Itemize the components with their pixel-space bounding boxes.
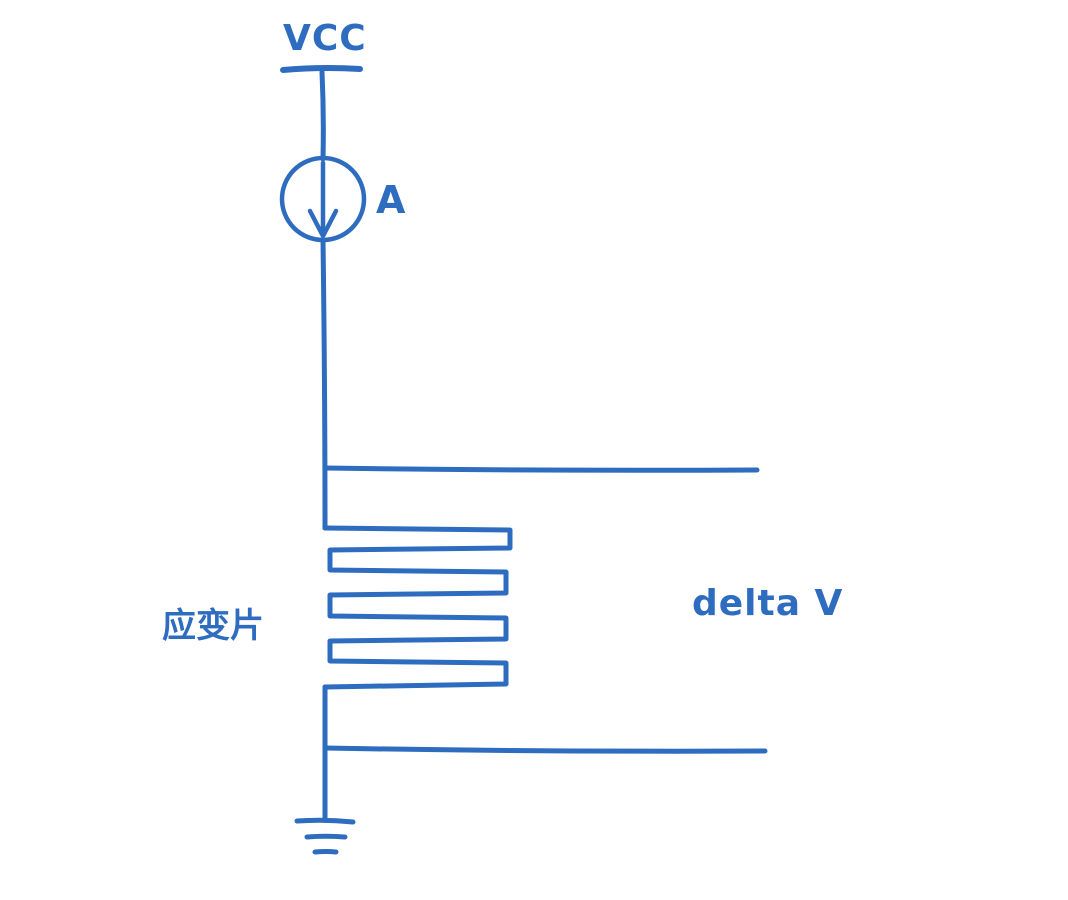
current-source-icon — [279, 155, 367, 243]
vcc-label: VCC — [283, 18, 367, 59]
ground-icon — [294, 817, 356, 855]
delta-v-label: delta V — [692, 583, 844, 624]
current-source-label: A — [376, 178, 406, 222]
wire-upper-tap — [322, 465, 760, 473]
wire-source-to-gauge — [320, 237, 328, 531]
wire-lower-tap — [322, 745, 768, 754]
wire-vcc-to-source — [319, 69, 326, 162]
strain-gauge-label: 应变片 — [162, 606, 264, 646]
strain-gauge-resistor-icon — [322, 525, 513, 690]
vcc-rail-icon — [280, 64, 363, 73]
